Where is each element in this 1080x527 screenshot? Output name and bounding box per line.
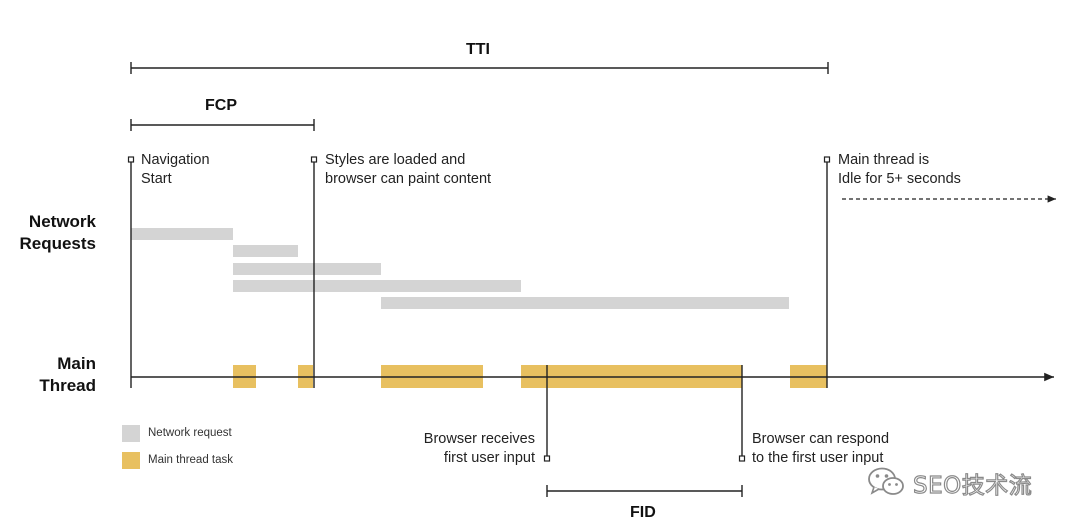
legend-network-label: Network request [148,427,232,439]
styles-loaded-marker-cap [310,156,318,163]
navigation-start-label: Navigation Start [141,152,210,187]
fcp-label: FCP [205,97,237,114]
main-thread-idle-label: Main thread is Idle for 5+ seconds [838,152,961,187]
navigation-start-marker-cap [127,156,135,163]
legend-network-swatch [122,425,140,442]
styles-loaded-label: Styles are loaded and browser can paint … [325,152,492,187]
idle-marker-cap [823,156,831,163]
tti-label: TTI [466,41,490,58]
network-request-bar-2 [233,245,298,257]
main-thread-row-label: Main Thread [39,354,96,395]
fid-label: FID [630,504,656,521]
wechat-icon [868,467,904,495]
network-request-bar-1 [131,228,233,240]
browser-can-respond-label: Browser can respond to the first user in… [752,431,890,466]
network-requests-row-label: Network Requests [19,212,96,253]
network-request-bar-4 [233,280,521,292]
watermark-text: SEO技术流 [912,472,1033,499]
network-request-bar-3 [233,263,381,275]
legend-task-swatch [122,452,140,469]
respond-marker-cap [738,455,746,462]
network-request-bar-5 [381,297,789,309]
first-input-marker-cap [543,455,551,462]
browser-receives-input-label: Browser receives first user input [423,431,535,466]
legend-task-label: Main thread task [148,454,234,466]
